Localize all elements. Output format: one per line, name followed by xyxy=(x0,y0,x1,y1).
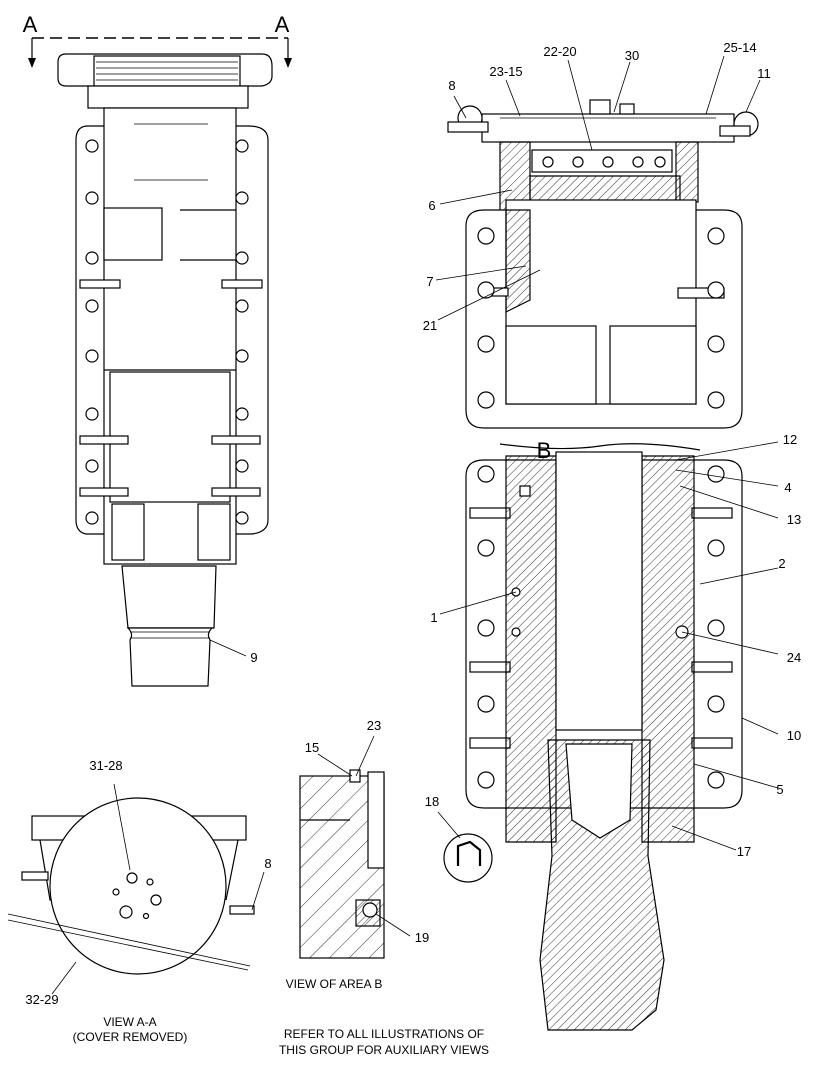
callout-13: 13 xyxy=(787,512,801,527)
callout-30: 30 xyxy=(625,48,639,63)
view-aa-rod-a xyxy=(7,913,251,967)
callout-18: 18 xyxy=(425,794,439,809)
tool-bit xyxy=(126,627,214,687)
caption-view-area-b: VIEW OF AREA B xyxy=(286,977,383,991)
callout-11: 11 xyxy=(757,66,771,81)
callout-19: 19 xyxy=(415,930,429,945)
view-aa-housing-circle xyxy=(49,797,227,975)
callout-31-28: 31-28 xyxy=(89,758,122,773)
callout-15-b: 15 xyxy=(305,740,319,755)
callout-23-15: 23-15 xyxy=(489,64,522,79)
right-assembly-section xyxy=(443,99,759,1031)
callout-8-view: 8 xyxy=(264,856,271,871)
cylinder-bore xyxy=(555,451,643,731)
callout-10: 10 xyxy=(787,728,801,743)
caption-refer-line-1: REFER TO ALL ILLUSTRATIONS OF xyxy=(284,1027,484,1041)
callout-leaders xyxy=(51,55,779,995)
detail-mark-b: B xyxy=(537,438,552,463)
section-mark-text: A A B xyxy=(23,12,552,463)
callout-17: 17 xyxy=(737,844,751,859)
callout-24: 24 xyxy=(787,650,801,665)
caption-view-aa: VIEW A-A xyxy=(103,1015,156,1029)
callout-25-14: 25-14 xyxy=(723,40,756,55)
callout-4: 4 xyxy=(784,480,791,495)
side-brackets-left xyxy=(79,279,263,497)
callout-6: 6 xyxy=(428,198,435,213)
bolt-holes-right-lower xyxy=(477,465,725,789)
caption-refer-line-2: THIS GROUP FOR AUXILIARY VIEWS xyxy=(279,1043,489,1057)
callout-5: 5 xyxy=(776,782,783,797)
callout-32-29: 32-29 xyxy=(25,992,58,1007)
callout-12: 12 xyxy=(783,432,797,447)
callout-labels: 8 23-15 22-20 30 25-14 11 6 7 21 12 4 13… xyxy=(25,40,801,1007)
detail-circle-18 xyxy=(443,833,493,883)
callout-22-20: 22-20 xyxy=(543,44,576,59)
view-aa-rod-b xyxy=(7,919,249,971)
bolt-holes-left xyxy=(85,139,249,525)
section-mark-a-left: A xyxy=(23,12,38,37)
callout-2: 2 xyxy=(778,556,785,571)
caption-cover-removed: (COVER REMOVED) xyxy=(73,1030,188,1044)
callout-23-b: 23 xyxy=(367,718,381,733)
callout-1: 1 xyxy=(430,610,437,625)
bolt-holes-right-upper xyxy=(477,227,725,409)
section-top-cover xyxy=(481,113,735,143)
view-area-b xyxy=(299,769,385,959)
section-mark-a-right: A xyxy=(275,12,290,37)
callout-9: 9 xyxy=(250,650,257,665)
tool-bushing xyxy=(121,565,217,629)
view-aa xyxy=(7,797,255,975)
callout-7: 7 xyxy=(426,274,433,289)
callout-8-top: 8 xyxy=(448,78,455,93)
left-assembly-view xyxy=(28,37,292,687)
captions: VIEW A-A (COVER REMOVED) VIEW OF AREA B … xyxy=(73,977,489,1057)
callout-21: 21 xyxy=(423,318,437,333)
cylinder-wall-left xyxy=(505,455,557,843)
